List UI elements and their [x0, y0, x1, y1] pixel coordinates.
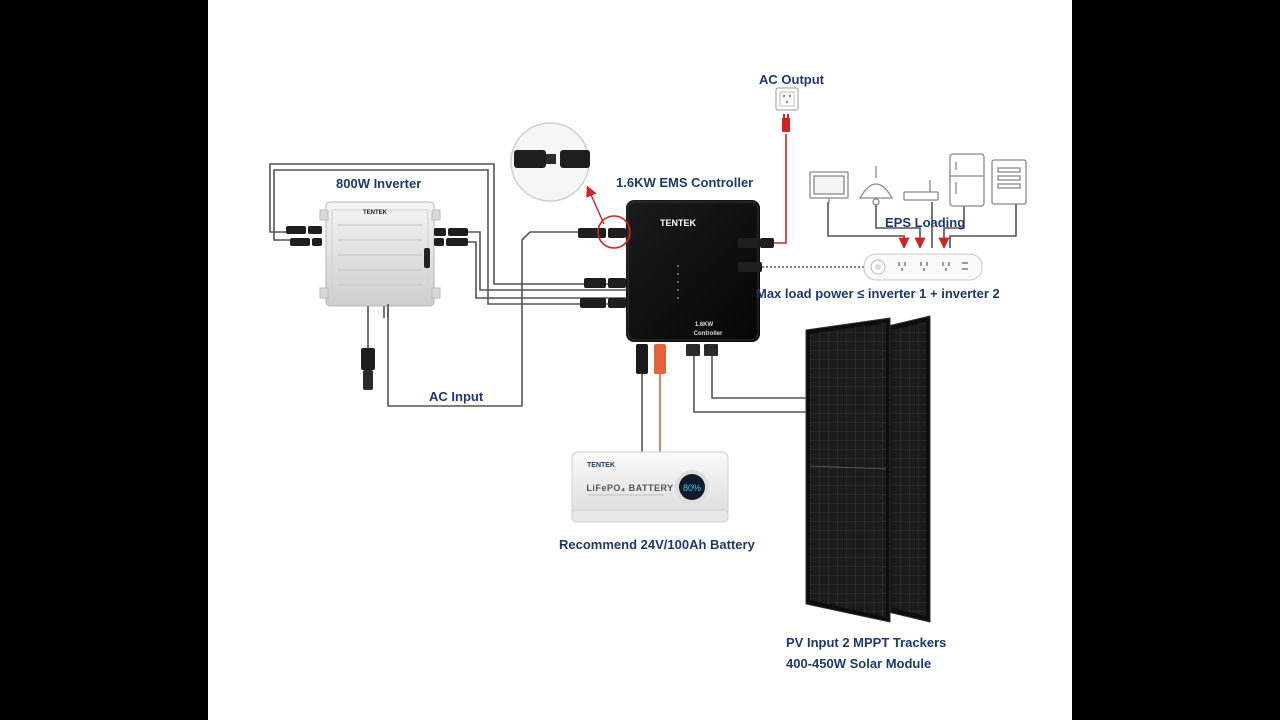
fridge-icon	[949, 153, 985, 207]
lamp-icon	[858, 166, 894, 206]
ac-output-cable	[760, 114, 790, 244]
dc-cables	[269, 163, 1017, 413]
cable-inverter-loop-inner	[273, 169, 628, 305]
controller-connectors	[578, 228, 774, 308]
cable-inverter-right-2	[468, 241, 628, 299]
battery-brand: TENTEK	[587, 462, 615, 469]
solar-module-label: 400-450W Solar Module	[786, 656, 932, 671]
cable-ac-input	[387, 231, 578, 407]
eps-arrows	[898, 236, 950, 249]
power-strip-icon	[863, 253, 983, 281]
wiring-diagram: TENTEK	[269, 87, 1027, 623]
battery-recommend-label: Recommend 24V/100Ah Battery	[559, 537, 755, 552]
washer-icon	[991, 159, 1027, 205]
battery-soc: 80%	[683, 483, 701, 493]
router-icon	[903, 180, 939, 201]
wall-socket-icon	[775, 87, 799, 111]
inverter	[319, 201, 441, 318]
controller-brand: TENTEK	[660, 218, 697, 228]
inverter-right-connectors	[434, 228, 468, 246]
solar-panel-back	[887, 315, 931, 623]
cable-pv-2	[711, 355, 810, 399]
ac-output-label: AC Output	[759, 72, 824, 87]
battery-name: LiFePO₄ BATTERY	[586, 483, 673, 493]
inverter-left-connectors	[286, 226, 322, 246]
cable-inverter-right-1	[468, 231, 628, 291]
battery	[571, 451, 729, 523]
inverter-label: 800W Inverter	[336, 176, 422, 191]
monitor-icon	[809, 171, 849, 203]
battery-cables	[636, 344, 666, 452]
max-load-label: Max load power ≤ inverter 1 + inverter 2	[756, 286, 1000, 301]
diagram-canvas: TENTEK	[208, 0, 1072, 720]
inverter-brand: TENTEK	[363, 210, 388, 216]
pv-input-label: PV Input 2 MPPT Trackers	[786, 635, 947, 650]
solar-panel-front	[805, 317, 891, 623]
connector-callout	[510, 122, 631, 249]
cable-pv-1	[693, 355, 810, 413]
eps-loading-label: EPS Loading	[885, 215, 966, 230]
controller-name: Controller	[694, 331, 723, 337]
inverter-ac-plug	[361, 318, 375, 390]
cable-inverter-loop-outer	[269, 163, 628, 285]
ems-controller-label: 1.6KW EMS Controller	[616, 175, 754, 190]
controller-model: 1.6KW	[695, 322, 714, 328]
line-washer	[949, 204, 1017, 248]
ac-input-label: AC Input	[429, 389, 484, 404]
